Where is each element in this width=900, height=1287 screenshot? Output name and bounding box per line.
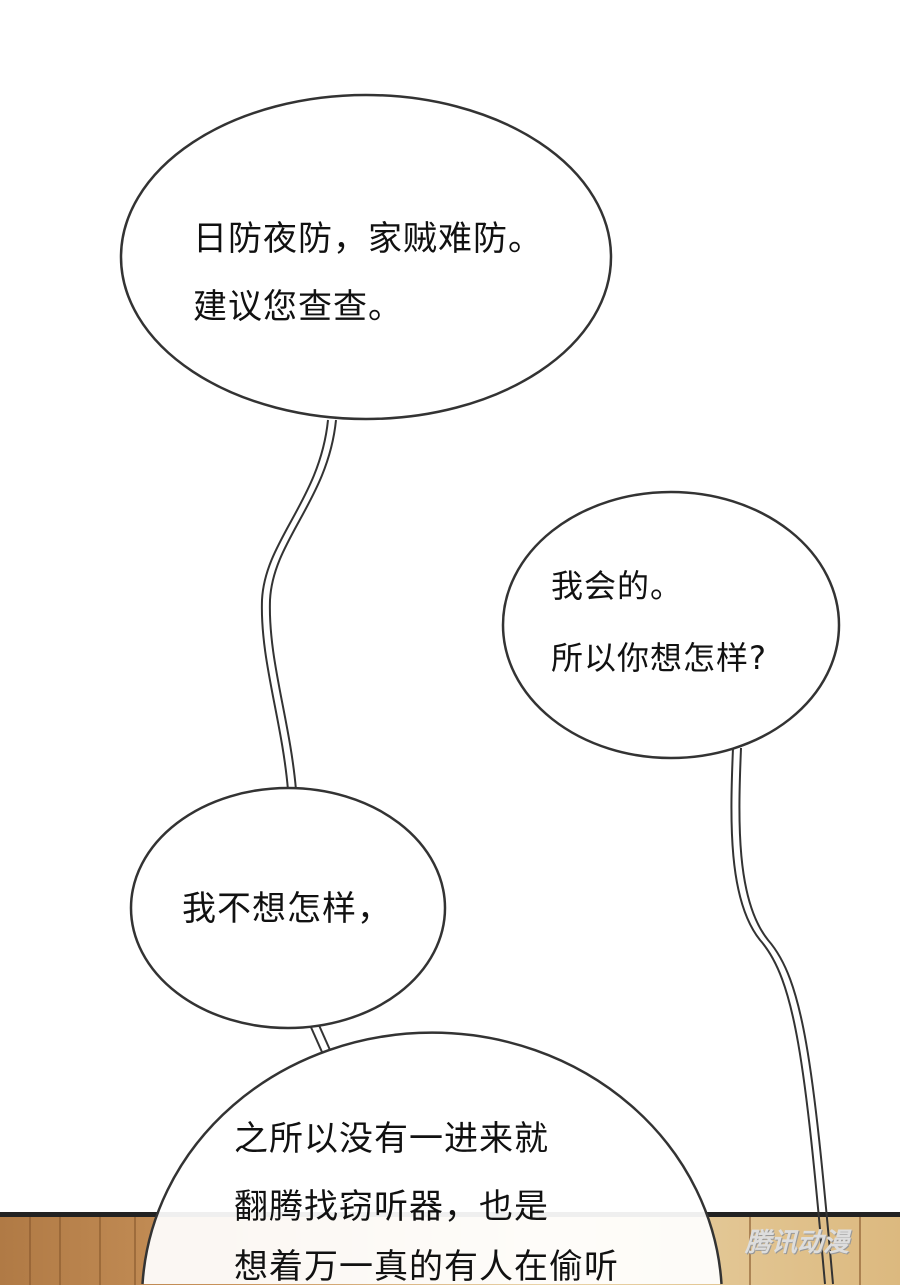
speech-tails	[260, 419, 834, 1285]
bubble-2-line-1: 我会的。	[551, 567, 684, 605]
speech-bubble-2	[501, 490, 841, 760]
speech-bubble-4	[141, 1031, 723, 1285]
bubble-4-line-3: 想着万一真的有人在偷听	[234, 1247, 619, 1287]
bubble-1-line-2: 建议您查查。	[193, 287, 403, 327]
bubble-3-line-1: 我不想怎样，	[182, 889, 392, 929]
bubble-4-line-2: 翻腾找窃听器，也是	[234, 1187, 549, 1227]
speech-bubble-3	[129, 786, 447, 1030]
bubble-1-line-1: 日防夜防，家贼难防。	[193, 219, 543, 259]
bubble-2-line-2: 所以你想怎样?	[551, 639, 767, 677]
bubble-4-line-1: 之所以没有一进来就	[234, 1119, 549, 1159]
watermark: 腾讯动漫	[745, 1228, 850, 1258]
speech-bubble-1	[119, 93, 613, 421]
